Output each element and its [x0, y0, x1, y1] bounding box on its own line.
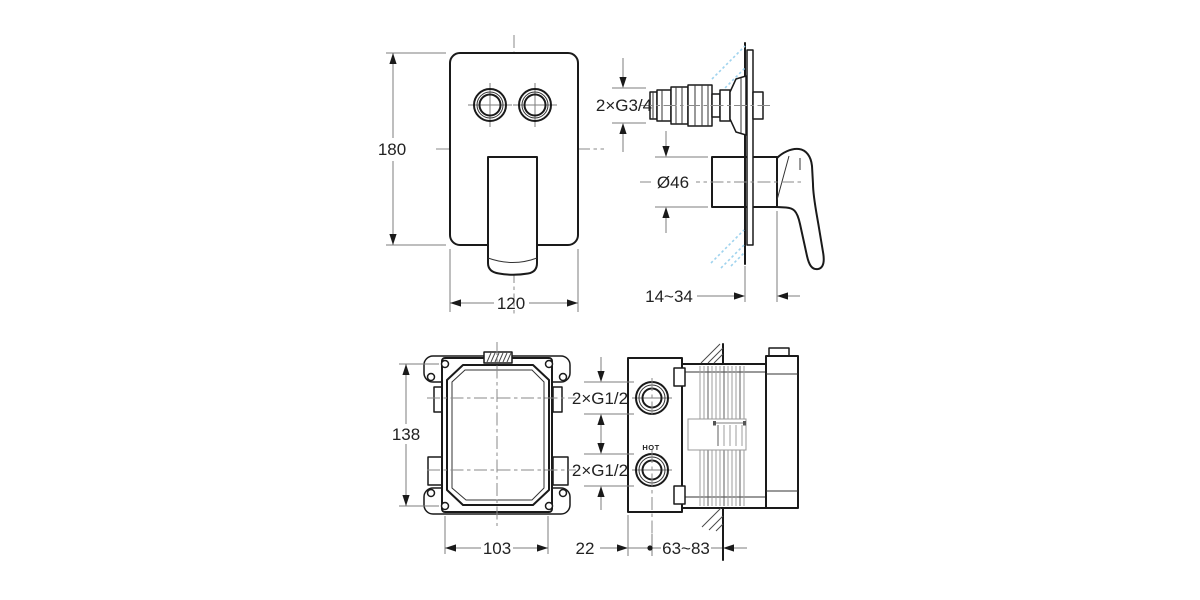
dim-label-plate-width: 120	[497, 294, 525, 313]
dim-label-plate-height: 180	[378, 140, 406, 159]
dim-label-box-depth: 63~83	[662, 539, 710, 558]
wall-hatch-dark-bottom	[701, 507, 724, 532]
wall-hatch-bottom	[710, 229, 746, 269]
dim-thread-g34: 2×G3/4	[596, 58, 652, 152]
knob-left	[468, 83, 512, 127]
dim-inlet-top: 2×G1/2	[572, 357, 634, 436]
lever-handle	[776, 147, 825, 271]
dim-label-diameter-46: Ø46	[657, 173, 689, 192]
dim-label-thread-g34: 2×G3/4	[596, 96, 652, 115]
hot-label: HOT	[642, 443, 659, 452]
box-top-tab	[483, 351, 513, 364]
view-trim-front: 180 120	[378, 35, 604, 316]
label-plate	[687, 418, 747, 451]
dim-label-box-width: 103	[483, 539, 511, 558]
dim-label-inlet-top: 2×G1/2	[572, 389, 628, 408]
dim-138: 138	[392, 363, 439, 507]
dim-label-inlet-bottom: 2×G1/2	[572, 461, 628, 480]
dim-inlet-bottom: 2×G1/2	[572, 432, 634, 510]
view-trim-side: 2×G3/4 Ø46 14~34	[596, 42, 825, 306]
dim-depth-14-34: 14~34	[645, 211, 800, 306]
view-box-front: 138 103	[392, 342, 576, 558]
dim-180: 180	[378, 52, 446, 246]
dim-22-63-83: 22 63~83	[576, 515, 747, 558]
dim-label-depth-14-34: 14~34	[645, 287, 693, 306]
rear-cap	[765, 347, 799, 509]
dim-label-box-height: 138	[392, 425, 420, 444]
handle-front	[487, 156, 538, 276]
dim-label-port-offset: 22	[576, 539, 595, 558]
dim-120: 120	[449, 249, 579, 313]
knob-right	[513, 83, 557, 127]
trim-plate-side	[746, 49, 754, 246]
dim-103: 103	[444, 516, 549, 558]
dim-diameter-46: Ø46	[651, 131, 708, 233]
wall-hatch-dark-top	[700, 343, 724, 364]
view-box-side: HOT 2×G1/2 2×G1/2	[572, 343, 799, 561]
